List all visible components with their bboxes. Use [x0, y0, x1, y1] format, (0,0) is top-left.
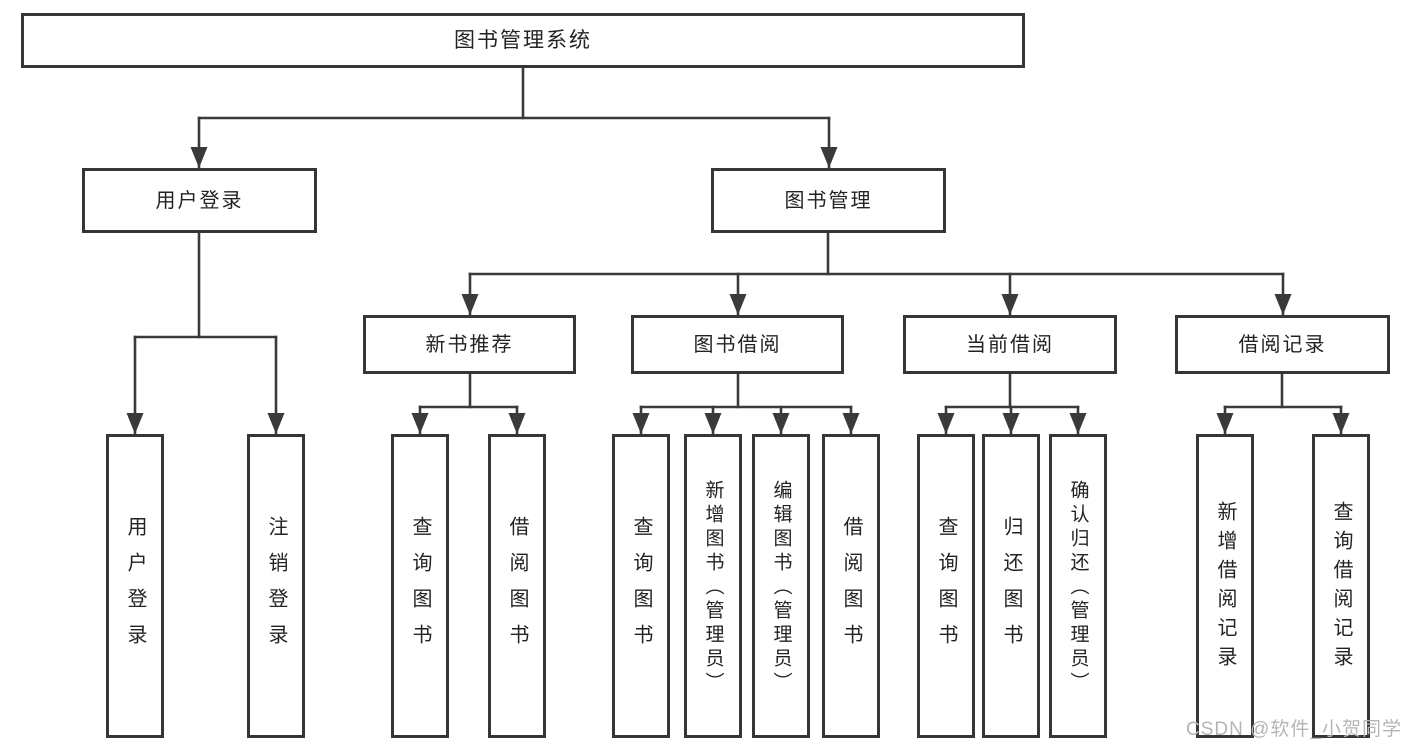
- node-user-login: 用户登录: [82, 168, 317, 233]
- leaf-borrowing-borrow-books: 借阅图书: [822, 434, 880, 738]
- leaf-borrowing-add-books-admin: 新增图书（管理员）: [684, 434, 742, 738]
- leaf-records-add-borrow-record: 新增借阅记录: [1196, 434, 1254, 738]
- leaf-borrowing-query-books: 查询图书: [612, 434, 670, 738]
- node-borrowing-records: 借阅记录: [1175, 315, 1390, 374]
- leaf-newbooks-query-books: 查询图书: [391, 434, 449, 738]
- leaf-records-query-borrow-record: 查询借阅记录: [1312, 434, 1370, 738]
- leaf-borrowing-edit-books-admin: 编辑图书（管理员）: [752, 434, 810, 738]
- node-book-management: 图书管理: [711, 168, 946, 233]
- node-library-management-system: 图书管理系统: [21, 13, 1025, 68]
- csdn-watermark: CSDN @软件_小贺同学: [1186, 719, 1402, 740]
- leaf-newbooks-borrow-books: 借阅图书: [488, 434, 546, 738]
- node-current-borrowing: 当前借阅: [903, 315, 1117, 374]
- node-new-book-recommend: 新书推荐: [363, 315, 576, 374]
- node-book-borrowing: 图书借阅: [631, 315, 844, 374]
- leaf-current-return-books: 归还图书: [982, 434, 1040, 738]
- leaf-current-confirm-return-admin: 确认归还（管理员）: [1049, 434, 1107, 738]
- leaf-logout: 注销登录: [247, 434, 305, 738]
- leaf-current-query-books: 查询图书: [917, 434, 975, 738]
- leaf-user-login: 用户登录: [106, 434, 164, 738]
